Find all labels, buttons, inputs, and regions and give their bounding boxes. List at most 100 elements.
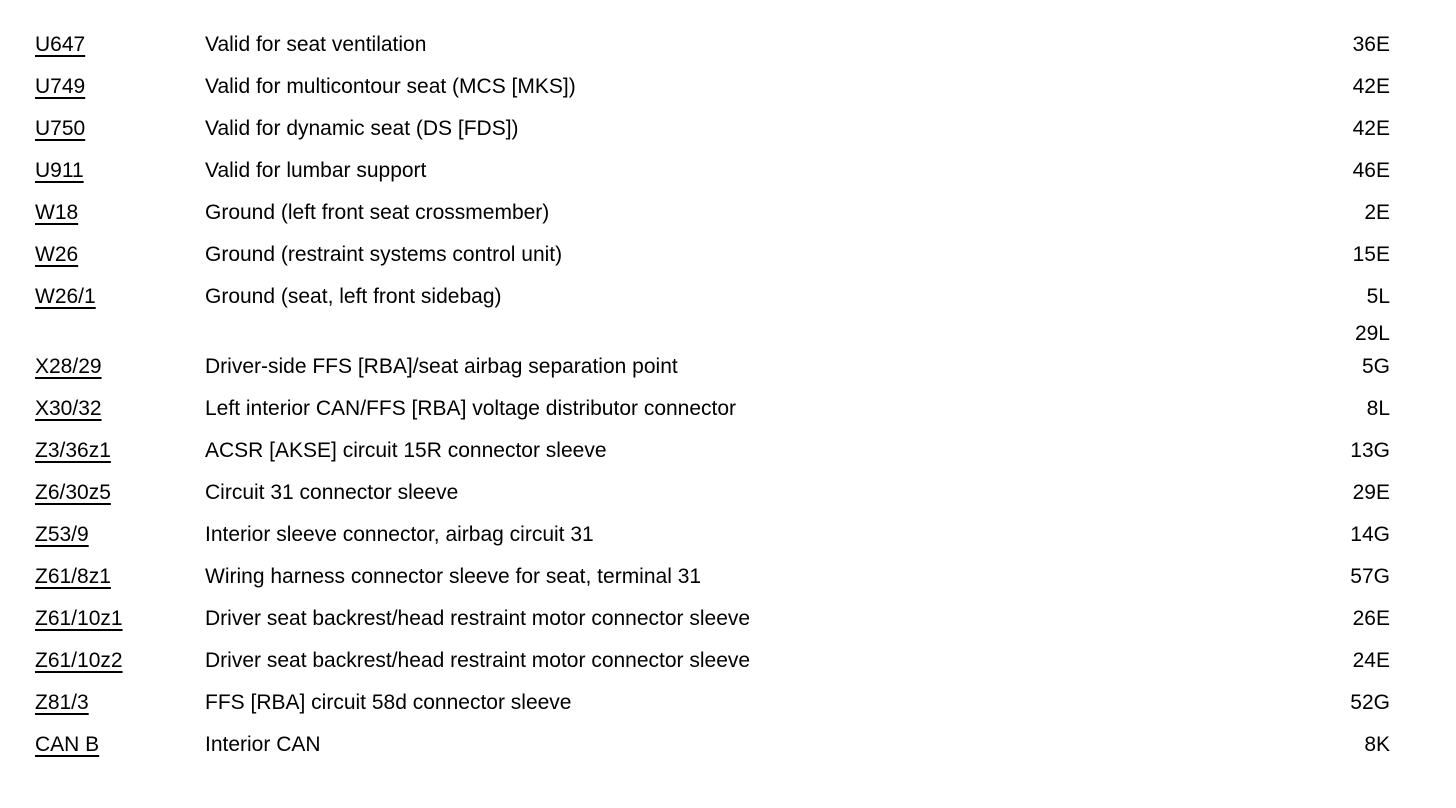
grid-reference-cell: 5G <box>1236 346 1456 388</box>
grid-reference-stack: 15E <box>1236 234 1390 276</box>
component-code-cell[interactable]: U749 <box>0 66 205 108</box>
grid-reference-secondary: 29L <box>1354 322 1390 345</box>
component-code-cell[interactable]: W26 <box>0 234 205 276</box>
grid-reference-stack: 26E <box>1236 598 1390 640</box>
grid-reference-stack: 2E <box>1236 192 1390 234</box>
grid-reference-primary: 52G <box>1350 691 1390 714</box>
component-code-cell[interactable]: W26/1 <box>0 276 205 318</box>
component-description-cell: ACSR [AKSE] circuit 15R connector sleeve <box>205 439 607 462</box>
component-code-cell[interactable]: Z81/3 <box>0 682 205 724</box>
table-row: Z53/9 Interior sleeve connector, airbag c… <box>0 514 1456 556</box>
table-row: W18 Ground (left front seat crossmember) 2… <box>0 192 1456 234</box>
component-description-cell: Valid for dynamic seat (DS [FDS]) <box>205 117 519 140</box>
grid-reference-primary: 29E <box>1352 481 1390 504</box>
component-code-cell[interactable]: Z61/10z2 <box>0 640 205 682</box>
component-description-cell: Driver seat backrest/head restraint moto… <box>205 649 751 672</box>
grid-reference-cell: 5L 29L <box>1236 276 1456 350</box>
grid-reference-stack: 8K <box>1236 724 1390 766</box>
component-code-link[interactable]: Z61/10z2 <box>35 649 123 672</box>
component-code-link[interactable]: Z6/30z5 <box>35 481 111 504</box>
component-code-cell[interactable]: Z3/36z1 <box>0 430 205 472</box>
component-code-cell[interactable]: U647 <box>0 24 205 66</box>
component-description-cell: Driver seat backrest/head restraint moto… <box>205 607 751 630</box>
grid-reference-stack: 8L <box>1236 388 1390 430</box>
grid-reference-primary: 46E <box>1352 159 1390 182</box>
grid-reference-cell: 52G <box>1236 682 1456 724</box>
grid-reference-stack: 42E <box>1236 108 1390 150</box>
component-code-cell[interactable]: Z61/8z1 <box>0 556 205 598</box>
component-code-cell[interactable]: U750 <box>0 108 205 150</box>
grid-reference-cell: 29E <box>1236 472 1456 514</box>
component-code-cell[interactable]: X28/29 <box>0 346 205 388</box>
grid-reference-primary: 36E <box>1352 33 1390 56</box>
component-description-cell: FFS [RBA] circuit 58d connector sleeve <box>205 691 572 714</box>
component-code-link[interactable]: U750 <box>35 117 86 140</box>
grid-reference-primary: 2E <box>1364 201 1390 224</box>
component-description-cell: Interior sleeve connector, airbag circui… <box>205 523 594 546</box>
component-code-cell[interactable]: Z53/9 <box>0 514 205 556</box>
component-code-link[interactable]: U749 <box>35 75 86 98</box>
component-description-cell: Ground (seat, left front sidebag) <box>205 285 502 308</box>
table-row: Z3/36z1 ACSR [AKSE] circuit 15R connector… <box>0 430 1456 472</box>
component-code-link[interactable]: U911 <box>35 159 84 182</box>
grid-reference-primary: 42E <box>1352 75 1390 98</box>
component-code-link[interactable]: X28/29 <box>35 355 102 378</box>
grid-reference-primary: 5G <box>1361 355 1390 378</box>
grid-reference-cell: 36E <box>1236 24 1456 66</box>
grid-reference-stack: 36E <box>1236 24 1390 66</box>
grid-reference-stack: 42E <box>1236 66 1390 108</box>
grid-reference-cell: 57G <box>1236 556 1456 598</box>
component-code-link[interactable]: W18 <box>35 201 79 224</box>
component-code-cell[interactable]: U911 <box>0 150 205 192</box>
grid-reference-cell: 46E <box>1236 150 1456 192</box>
component-description-cell: Valid for lumbar support <box>205 159 427 182</box>
grid-reference-cell: 2E <box>1236 192 1456 234</box>
component-code-link[interactable]: CAN B <box>35 733 100 756</box>
table-row: Z61/10z2 Driver seat backrest/head restra… <box>0 640 1456 682</box>
component-code-cell[interactable]: W18 <box>0 192 205 234</box>
grid-reference-cell: 14G <box>1236 514 1456 556</box>
component-code-cell[interactable]: Z61/10z1 <box>0 598 205 640</box>
component-code-link[interactable]: Z81/3 <box>35 691 89 714</box>
grid-reference-primary: 8L <box>1366 397 1390 420</box>
grid-reference-primary: 26E <box>1352 607 1390 630</box>
component-code-link[interactable]: U647 <box>35 33 86 56</box>
table-row: Z81/3 FFS [RBA] circuit 58d connector sle… <box>0 682 1456 724</box>
grid-reference-primary: 8K <box>1364 733 1390 756</box>
grid-reference-cell: 42E <box>1236 108 1456 150</box>
grid-reference-cell: 13G <box>1236 430 1456 472</box>
component-code-link[interactable]: X30/32 <box>35 397 102 420</box>
component-description-cell: Ground (restraint systems control unit) <box>205 243 563 266</box>
grid-reference-primary: 5L <box>1366 285 1390 308</box>
grid-reference-primary: 15E <box>1352 243 1390 266</box>
table-row: W26/1 Ground (seat, left front sidebag) 5L… <box>0 276 1456 345</box>
grid-reference-primary: 14G <box>1350 523 1390 546</box>
component-description-cell: Ground (left front seat crossmember) <box>205 201 550 224</box>
component-code-link[interactable]: Z3/36z1 <box>35 439 111 462</box>
component-code-cell[interactable]: X30/32 <box>0 388 205 430</box>
grid-reference-stack: 29E <box>1236 472 1390 514</box>
grid-reference-stack: 24E <box>1236 640 1390 682</box>
component-code-cell[interactable]: Z6/30z5 <box>0 472 205 514</box>
grid-reference-stack: 14G <box>1236 514 1390 556</box>
grid-reference-cell: 42E <box>1236 66 1456 108</box>
component-code-link[interactable]: Z53/9 <box>35 523 89 546</box>
component-code-link[interactable]: Z61/8z1 <box>35 565 111 588</box>
grid-reference-stack: 52G <box>1236 682 1390 724</box>
grid-reference-cell: 15E <box>1236 234 1456 276</box>
grid-reference-primary: 42E <box>1352 117 1390 140</box>
grid-reference-primary: 13G <box>1350 439 1390 462</box>
component-code-cell[interactable]: CAN B <box>0 724 205 766</box>
component-code-link[interactable]: W26 <box>35 243 79 266</box>
grid-reference-cell: 8K <box>1236 724 1456 766</box>
component-code-link[interactable]: Z61/10z1 <box>35 607 123 630</box>
component-code-link[interactable]: W26/1 <box>35 285 96 308</box>
grid-reference-primary: 24E <box>1352 649 1390 672</box>
